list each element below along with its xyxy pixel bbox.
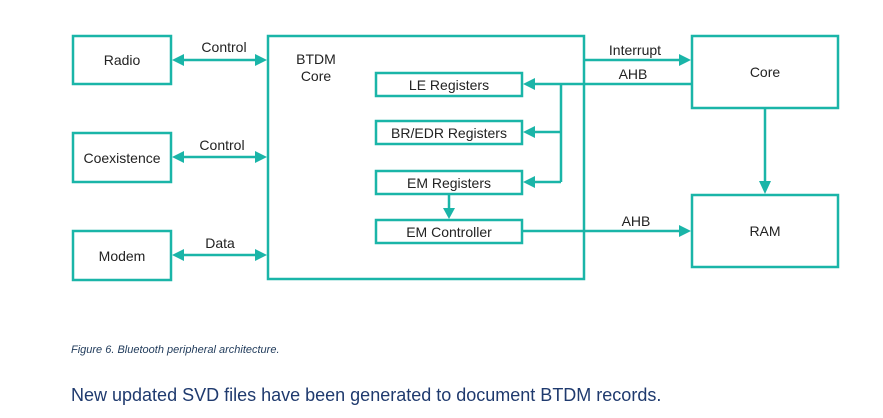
modem-data-label: Data	[205, 235, 235, 251]
btdm-core-label-line2: Core	[301, 68, 332, 84]
modem-data-link	[172, 249, 267, 261]
em-controller-label: EM Controller	[406, 224, 492, 240]
architecture-diagram: Radio Coexistence Modem BTDM Core LE Reg…	[71, 34, 840, 282]
coexistence-block	[71, 131, 173, 184]
interrupt-link	[585, 54, 691, 66]
ram-block	[690, 193, 840, 269]
em-registers-block	[374, 169, 524, 196]
em-registers-to-controller-link	[443, 195, 455, 219]
radio-block	[71, 34, 173, 86]
coexistence-control-label: Control	[199, 137, 244, 153]
le-registers-label: LE Registers	[409, 77, 489, 93]
coexistence-control-link	[172, 151, 267, 163]
bredr-registers-block	[374, 119, 524, 146]
radio-control-link	[172, 54, 267, 66]
btdm-core-label-line1: BTDM	[296, 51, 336, 67]
modem-label: Modem	[99, 248, 146, 264]
body-paragraph: New updated SVD files have been generate…	[71, 385, 662, 405]
modem-block	[71, 229, 173, 282]
bredr-registers-label: BR/EDR Registers	[391, 125, 507, 141]
em-registers-label: EM Registers	[407, 175, 491, 191]
figure-caption: Figure 6. Bluetooth peripheral architect…	[71, 344, 280, 356]
ahb-core-label: AHB	[619, 66, 648, 82]
ram-label: RAM	[749, 223, 780, 239]
radio-control-label: Control	[201, 39, 246, 55]
core-label: Core	[750, 64, 781, 80]
ahb-ram-link	[522, 225, 691, 237]
ahb-core-bus	[523, 78, 692, 188]
ahb-ram-label: AHB	[622, 213, 651, 229]
interrupt-label: Interrupt	[609, 42, 661, 58]
coexistence-label: Coexistence	[83, 150, 160, 166]
core-to-ram-link	[759, 108, 771, 194]
radio-label: Radio	[104, 52, 141, 68]
le-registers-block	[374, 71, 524, 98]
